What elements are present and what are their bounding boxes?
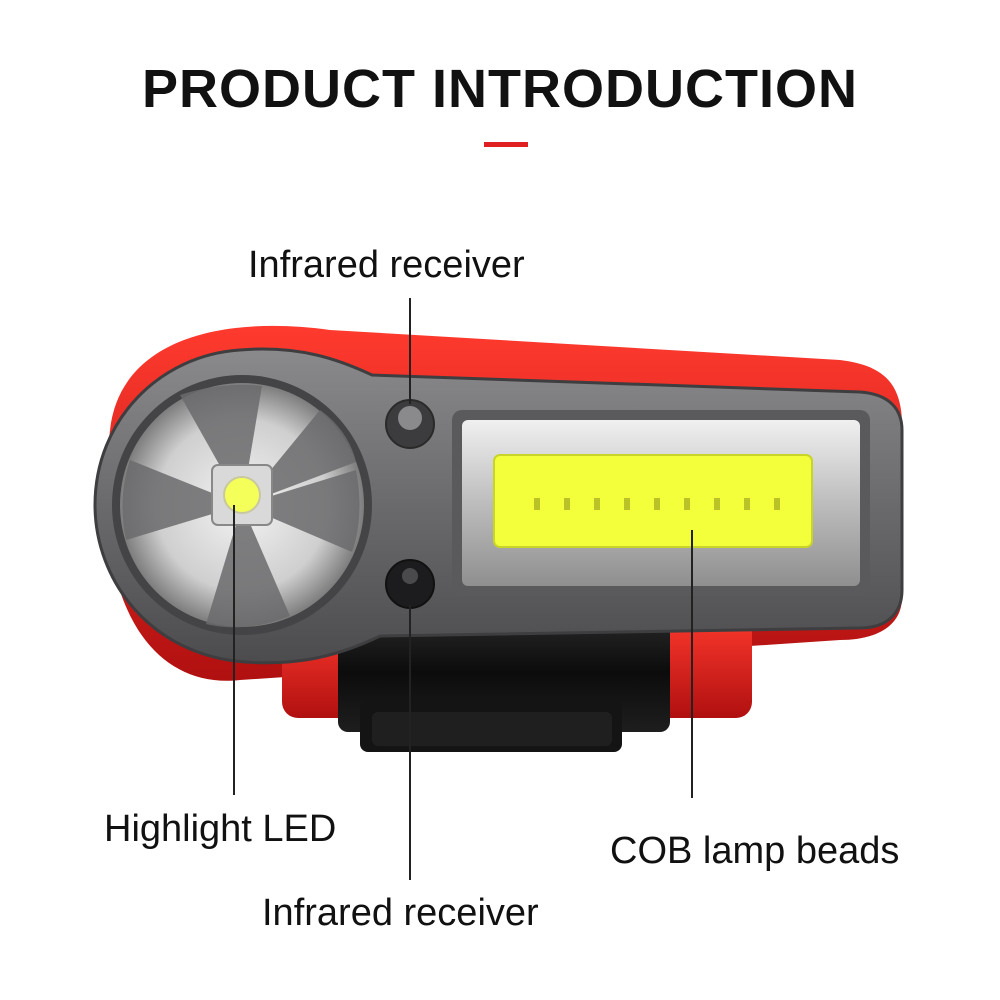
label-infrared-receiver-bottom: Infrared receiver bbox=[262, 892, 539, 934]
cob-bead-markers bbox=[534, 498, 780, 510]
highlight-led-reflector bbox=[112, 375, 372, 635]
strap-clip bbox=[338, 612, 670, 752]
label-cob-lamp-beads: COB lamp beads bbox=[610, 830, 900, 872]
page-title: PRODUCT INTRODUCTION bbox=[142, 59, 858, 119]
label-highlight-led: Highlight LED bbox=[104, 808, 337, 850]
infrared-receiver-top-lens bbox=[385, 399, 435, 449]
infrared-receiver-bottom-lens bbox=[385, 559, 435, 609]
led-chip bbox=[223, 476, 261, 514]
label-infrared-receiver-top: Infrared receiver bbox=[248, 244, 525, 286]
cob-lamp-panel bbox=[452, 410, 870, 596]
title-underline bbox=[484, 142, 528, 147]
